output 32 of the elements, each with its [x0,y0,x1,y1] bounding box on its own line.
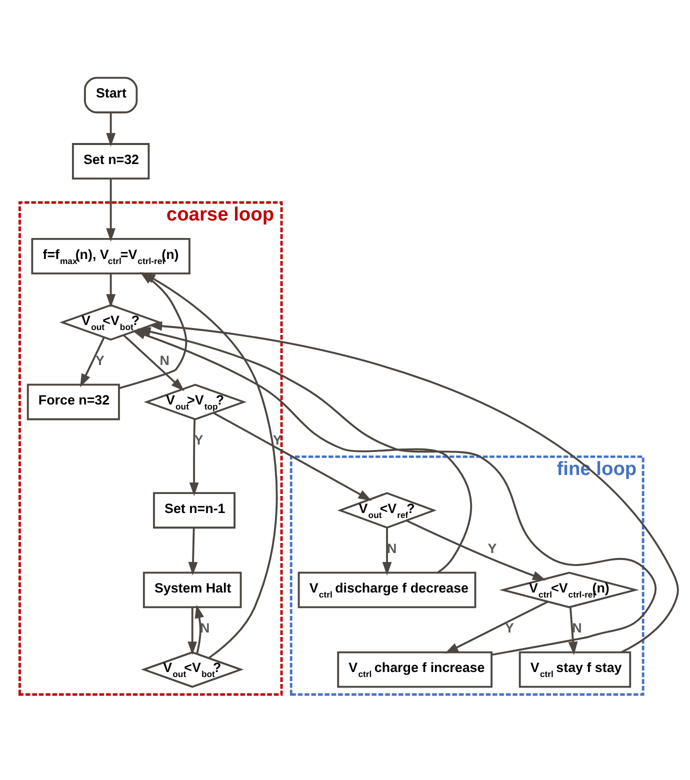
node-box: V$_{ctrl}$ discharge f decrease [298,572,476,608]
arrow [106,274,116,308]
node-box: Set n=32 [72,143,150,180]
node-diamond: V$_{out}$>V$_{top}$? [144,384,247,420]
edge-label: N [160,352,170,368]
edge-label: N [572,620,582,636]
arrow [123,334,184,392]
node-box: System Halt [142,572,242,608]
arrow [189,419,199,496]
arrow [188,607,198,656]
node-box: V$_{ctrl}$ charge f increase [337,651,493,688]
arrow [106,178,116,242]
arrow [80,337,105,388]
node-box: Set n=n-1 [153,492,236,529]
arrow [568,606,578,656]
arrow [406,520,546,580]
node-diamond: V$_{out}$<V$_{ref}$? [337,492,437,529]
node-box: Start [84,76,138,114]
node-diamond: V$_{out}$<V$_{bot}$? [140,651,244,688]
arrow [212,412,372,501]
edge-label: Y [504,620,514,636]
node-box: V$_{ctrl}$ stay f stay [518,651,632,688]
arrow [444,600,548,654]
arrow [106,112,116,146]
arrow [142,272,278,659]
edge-label: Y [95,352,104,368]
node-box: Force n=32 [26,384,120,420]
arrow [188,528,198,576]
arrow [194,604,204,654]
edge-label: Y [272,432,282,448]
edge-label: Y [488,540,497,556]
node-box: f=f$_{max}$(n), V$_{ctrl}$=V$_{ctrl-ref}$(n) [31,238,190,274]
